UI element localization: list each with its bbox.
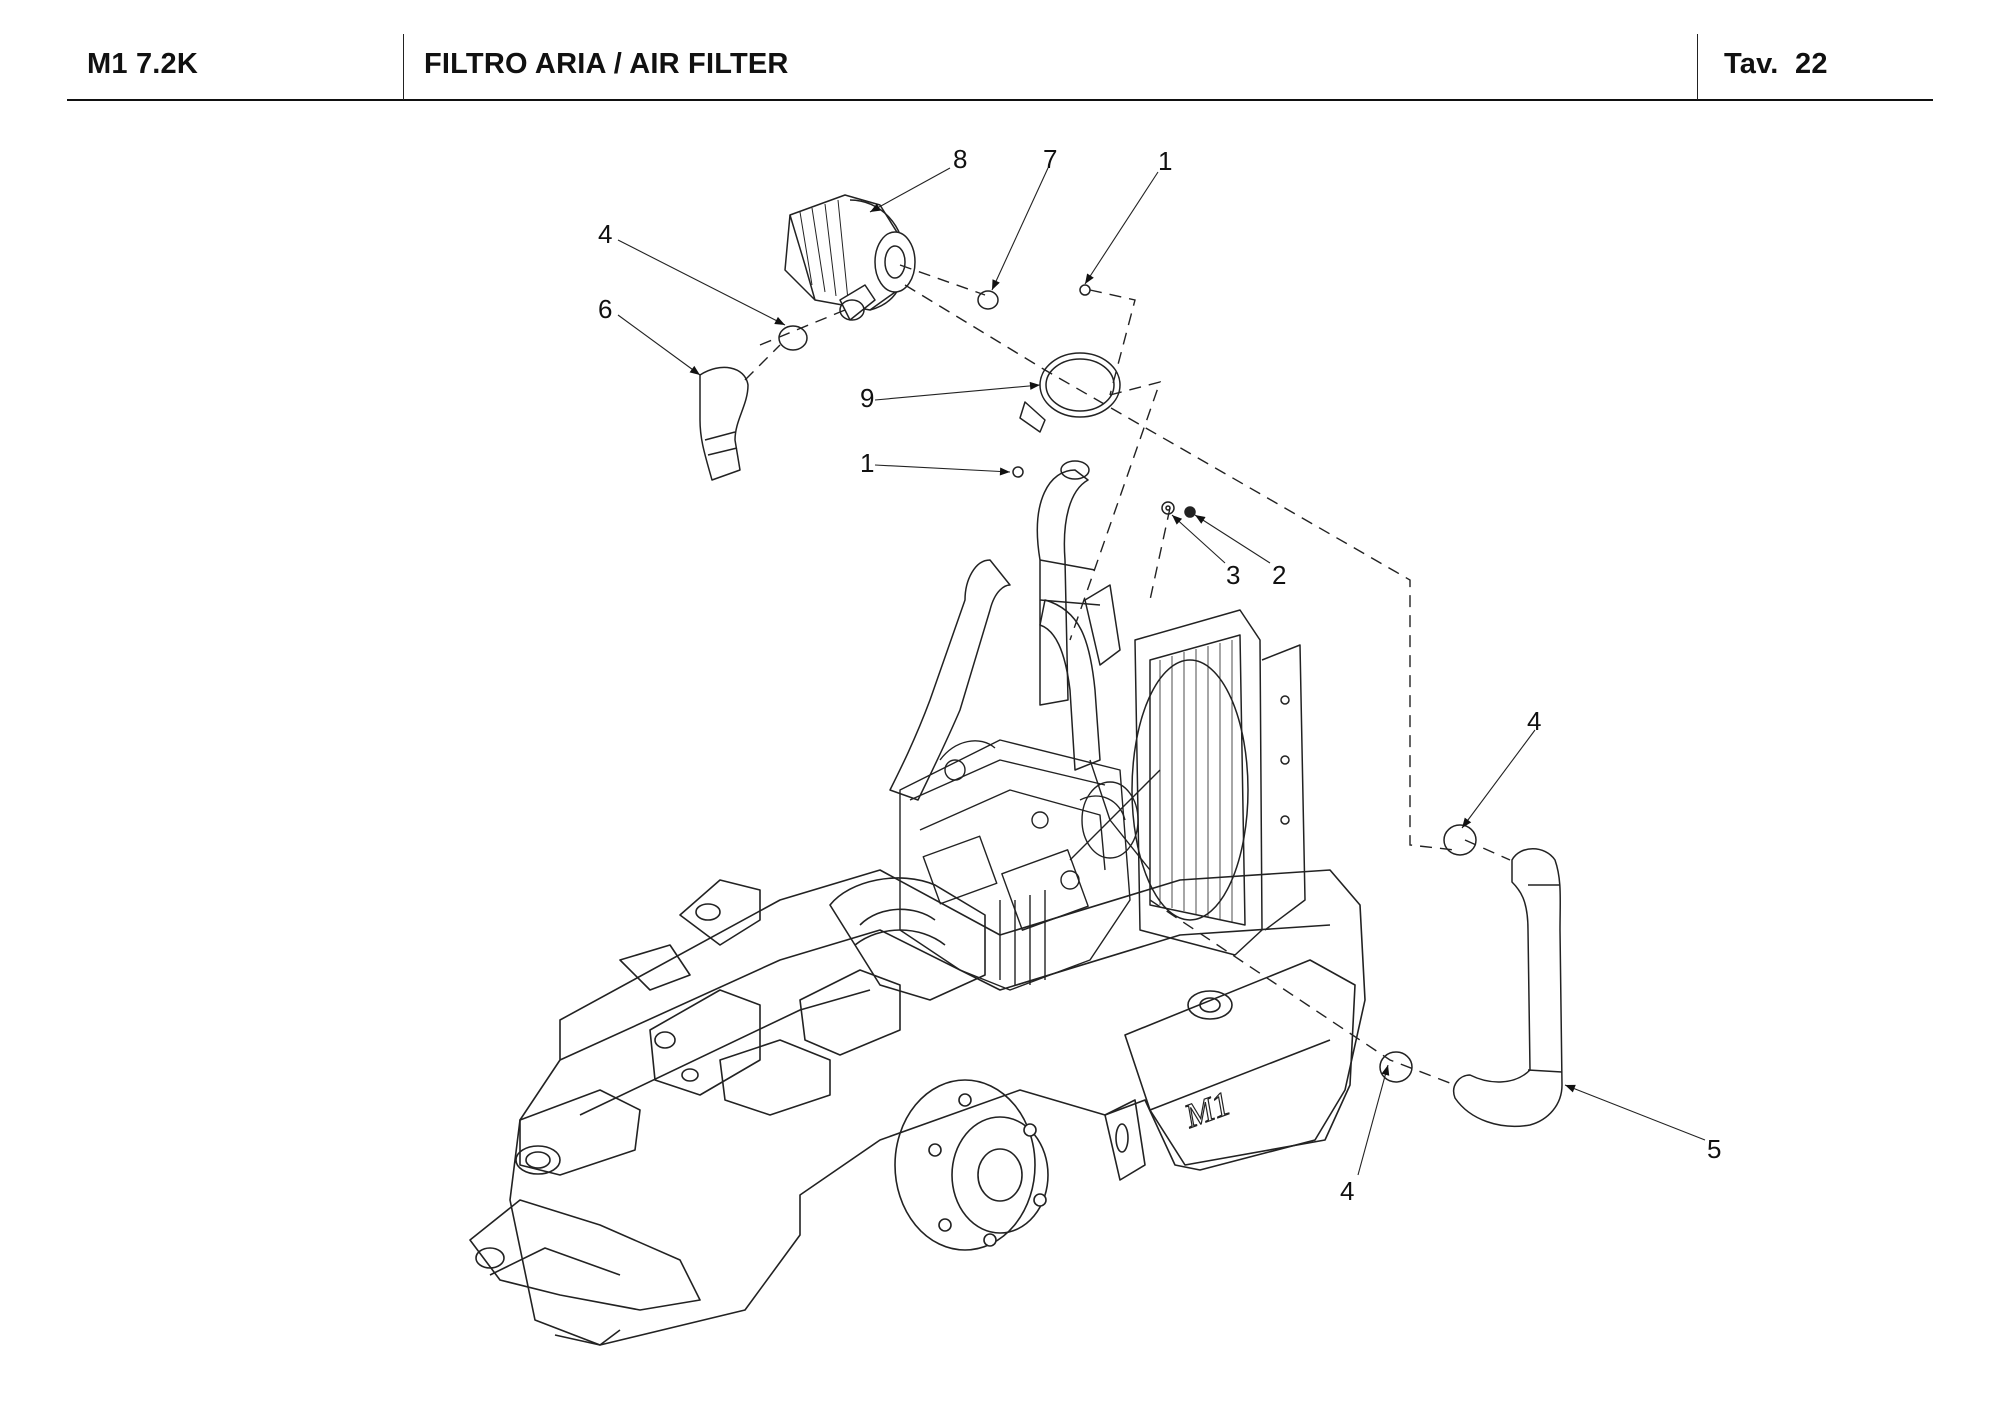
leader-1a <box>1084 171 1159 285</box>
callout-4-bottom: 4 <box>1340 1176 1354 1206</box>
brand-logo: M1 <box>1179 1085 1235 1136</box>
table-value: 22 <box>1795 48 1828 80</box>
leader-2 <box>1194 514 1271 564</box>
callout-9: 9 <box>860 383 874 413</box>
leader-1b <box>874 464 1011 476</box>
radiator <box>1084 584 1306 956</box>
leader-4a <box>617 239 786 326</box>
callout-5: 5 <box>1707 1134 1721 1164</box>
callout-7: 7 <box>1043 144 1057 174</box>
intake-pipes <box>889 460 1101 801</box>
table-number: Tav. 22 <box>1724 48 1828 81</box>
callout-1-top: 1 <box>1158 146 1172 176</box>
air-filter-assembly <box>699 194 1196 518</box>
callout-numbers: 8 7 1 4 6 9 1 3 2 4 4 5 <box>598 144 1721 1206</box>
table-label: Tav. <box>1724 48 1779 80</box>
machine-chassis <box>469 869 1366 1346</box>
leader-7 <box>991 167 1049 291</box>
callout-2: 2 <box>1272 560 1286 590</box>
leader-4c <box>1357 1064 1390 1176</box>
header-divider-left <box>403 34 404 100</box>
callout-3: 3 <box>1226 560 1240 590</box>
callout-6: 6 <box>598 294 612 324</box>
callout-4-top: 4 <box>598 219 612 249</box>
leader-9 <box>874 381 1041 401</box>
header-rule <box>67 99 1933 101</box>
hose-5 <box>1379 824 1563 1127</box>
callout-leaders <box>617 167 1706 1176</box>
leader-3 <box>1171 514 1226 564</box>
header-divider-right <box>1697 34 1698 100</box>
leader-4b <box>1461 729 1536 829</box>
page-title: FILTRO ARIA / AIR FILTER <box>424 48 789 80</box>
engine-assembly <box>899 739 1161 991</box>
assembly-lines <box>744 264 1511 1086</box>
leader-8 <box>869 167 951 213</box>
leader-6 <box>617 314 701 376</box>
callout-4-right: 4 <box>1527 706 1541 736</box>
leader-5 <box>1564 1084 1706 1141</box>
model-name: M1 7.2K <box>87 48 198 80</box>
callout-1-mid: 1 <box>860 448 874 478</box>
callout-8: 8 <box>953 144 967 174</box>
